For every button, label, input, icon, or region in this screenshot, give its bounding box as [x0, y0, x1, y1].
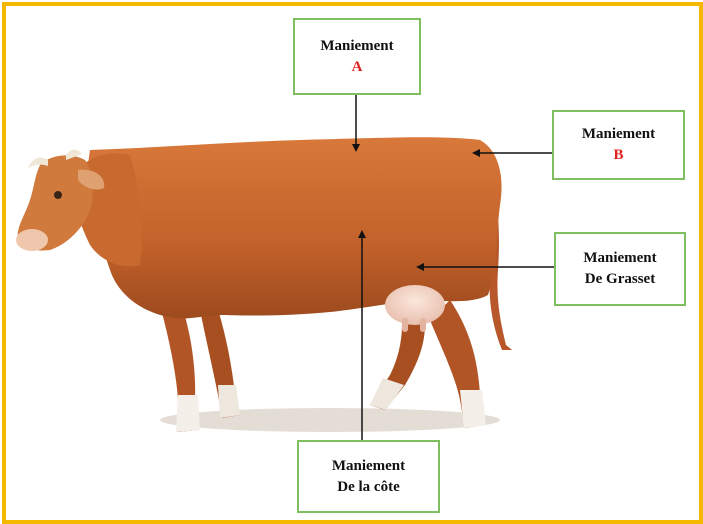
cow-eye — [54, 191, 62, 199]
cow-hoof-front — [176, 395, 200, 432]
cow-muzzle — [16, 229, 48, 251]
label-a-line1: Maniement — [320, 36, 393, 57]
label-maniement-grasset: Maniement De Grasset — [554, 232, 686, 306]
label-cote-line1: Maniement — [332, 456, 405, 477]
cow-udder — [385, 285, 445, 325]
label-cote-line2: De la côte — [337, 477, 399, 498]
label-maniement-b: Maniement B — [552, 110, 685, 180]
label-b-line2: B — [613, 145, 623, 166]
cow-teat-2 — [420, 318, 426, 332]
ground-shadow — [160, 408, 500, 432]
label-grasset-line1: Maniement — [583, 248, 656, 269]
label-maniement-a: Maniement A — [293, 18, 421, 95]
label-a-line2: A — [352, 57, 363, 78]
label-maniement-cote: Maniement De la côte — [297, 440, 440, 513]
cow-teat-1 — [402, 318, 408, 332]
label-grasset-line2: De Grasset — [585, 269, 655, 290]
cow-hoof-back — [460, 390, 486, 428]
cow-body — [85, 137, 502, 318]
label-b-line1: Maniement — [582, 124, 655, 145]
cow-hoof-front-2 — [218, 385, 240, 418]
